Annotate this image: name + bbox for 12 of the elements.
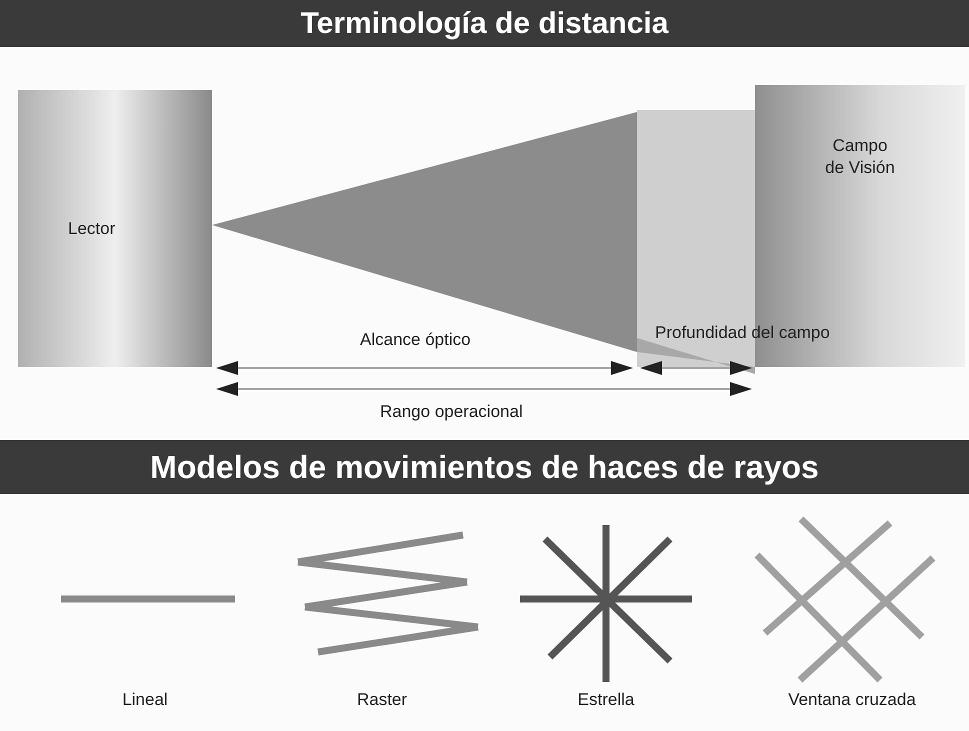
pattern-caption: Estrella (578, 690, 634, 710)
node-label: Campo de Visión (825, 135, 895, 179)
node-label: Lector (68, 218, 116, 240)
dimension-label: Profundidad del campo (655, 323, 830, 343)
pattern-caption: Ventana cruzada (788, 690, 916, 710)
reader-box (18, 90, 212, 367)
title-banner: Terminología de distancia (0, 0, 969, 47)
section-banner: Modelos de movimientos de haces de rayos (0, 440, 969, 494)
dimension-label: Alcance óptico (360, 330, 471, 350)
pattern-caption: Lineal (122, 690, 168, 710)
dimension-label: Rango operacional (380, 402, 523, 422)
pattern-caption: Raster (356, 690, 408, 710)
